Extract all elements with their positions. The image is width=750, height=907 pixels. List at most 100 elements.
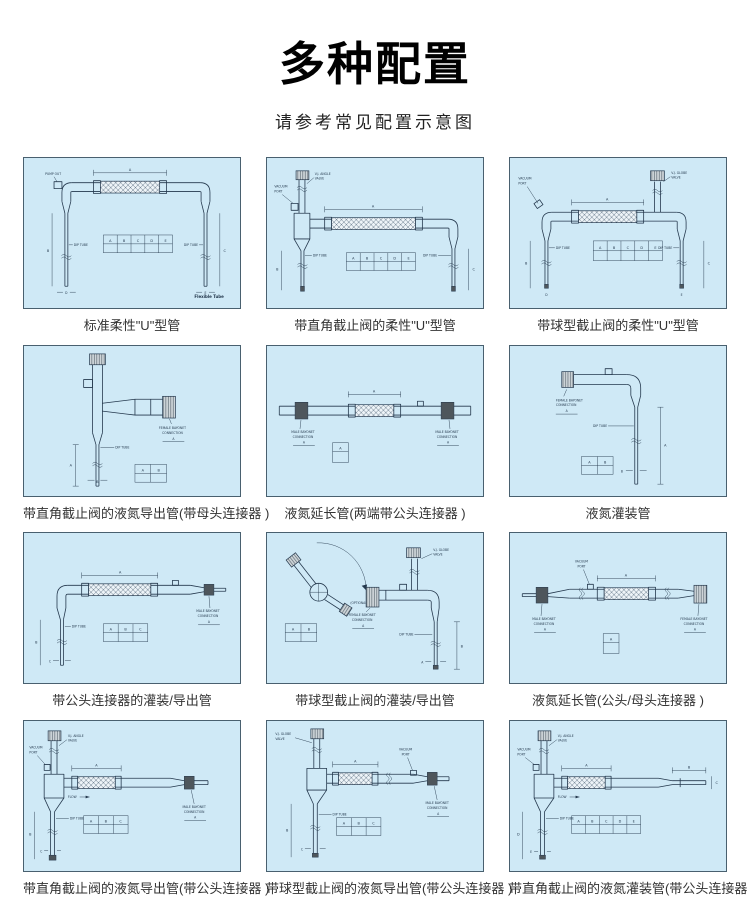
svg-text:D: D bbox=[545, 293, 548, 297]
svg-text:B: B bbox=[123, 239, 126, 243]
svg-text:B: B bbox=[525, 262, 528, 266]
svg-text:A: A bbox=[352, 257, 355, 261]
diagram-extension-male-male: A MALE BAYONET CONNECTION A MALE BAYONET… bbox=[266, 344, 484, 497]
vacuum-port bbox=[399, 584, 407, 591]
dimension-table: A bbox=[332, 442, 349, 463]
label-female-bayonet: FEMALE BAYONET bbox=[556, 398, 583, 402]
dim-c: C bbox=[224, 249, 227, 253]
svg-text:B: B bbox=[688, 765, 691, 769]
svg-text:C: C bbox=[380, 257, 383, 261]
svg-text:C: C bbox=[472, 268, 475, 272]
diagram-u-tube-angle-valve: V.J. ANGLE VALVE VACUUM PORT A DIP TUBE … bbox=[266, 157, 484, 309]
female-bayonet bbox=[693, 585, 708, 604]
svg-text:C: C bbox=[605, 819, 608, 823]
svg-text:C: C bbox=[40, 849, 42, 853]
braided-flex-section bbox=[596, 587, 656, 601]
label-dip-tube: DIP TUBE bbox=[74, 243, 88, 247]
svg-text:A: A bbox=[343, 821, 346, 825]
angle-fill-drawing: V.J. ANGLE VALVE VACUUM PORT A FLOW B C … bbox=[517, 730, 718, 860]
svg-text:A: A bbox=[362, 624, 365, 628]
braided-flex-section bbox=[571, 209, 645, 224]
svg-text:B: B bbox=[35, 641, 38, 645]
diagram-globe-fill-withdrawal: (OPTIONAL) A B V.J. GLOBE VALVE FEMALE B… bbox=[266, 532, 484, 685]
config-panel: V.J. ANGLE VALVE VACUUM PORT A DIP TUBE … bbox=[266, 157, 484, 334]
label-globe-valve: V.J. GLOBE bbox=[671, 171, 687, 175]
label-angle-valve: V.J. ANGLE bbox=[558, 734, 574, 738]
svg-text:C: C bbox=[49, 659, 51, 663]
valve-handle bbox=[650, 170, 665, 182]
svg-text:A: A bbox=[566, 409, 569, 413]
svg-text:D: D bbox=[619, 819, 622, 823]
svg-text:A: A bbox=[208, 620, 211, 624]
label-male-bayonet: MALE BAYONET bbox=[182, 805, 206, 809]
label-dip-tube: DIP TUBE bbox=[423, 254, 437, 258]
label-dip-tube: DIP TUBE bbox=[184, 243, 198, 247]
svg-text:B: B bbox=[604, 460, 607, 464]
valve-handle bbox=[537, 730, 552, 741]
panel-caption: 带直角截止阀的液氮导出管(带公头连接器 ) bbox=[23, 880, 270, 896]
config-panel: V.J. GLOBE VALVE A VACUUM PORT MALE BAYO… bbox=[266, 719, 513, 897]
extension-mf-drawing: VACUUM PORT A MALE BAYONET CONNECTION A … bbox=[521, 560, 708, 654]
braided-flex-section bbox=[93, 180, 167, 194]
label-dip-tube: DIP TUBE bbox=[72, 625, 86, 629]
config-panel: PUMP OUT A DIP TUBE DIP TUBE B C D E A B… bbox=[23, 157, 241, 334]
svg-text:E: E bbox=[633, 819, 635, 823]
panel-caption: 带球型截止阀的液氮导出管(带公头连接器 ) bbox=[266, 880, 513, 896]
label-vacuum-port: VACUUM bbox=[274, 185, 288, 189]
vacuum-port bbox=[417, 400, 424, 407]
vacuum-port bbox=[532, 763, 540, 771]
label-vacuum-port: VACUUM bbox=[518, 177, 532, 181]
svg-text:A: A bbox=[447, 440, 450, 444]
vacuum-port bbox=[533, 199, 544, 209]
svg-text:PORT: PORT bbox=[517, 752, 525, 756]
dip-tube bbox=[533, 797, 555, 855]
svg-text:B: B bbox=[29, 832, 32, 836]
dimension-table: A bbox=[602, 633, 620, 654]
panel-caption: 带直角截止阀的液氮灌装管(带公头连接器 ) bbox=[509, 880, 750, 896]
valve-handle bbox=[406, 547, 421, 559]
label-female-bayonet: FEMALE BAYONET bbox=[349, 613, 376, 617]
dim-d: D bbox=[65, 291, 68, 295]
u-tube-globe-valve-drawing: VACUUM PORT A V.J. GLOBE VALVE DIP TUBE … bbox=[518, 170, 711, 297]
svg-text:A: A bbox=[585, 763, 588, 767]
svg-text:CONNECTION: CONNECTION bbox=[534, 622, 555, 626]
fill-line-drawing: FEMALE BAYONET CONNECTION A DIP TUBE A B… bbox=[555, 367, 667, 485]
label-globe-valve: V.J. GLOBE bbox=[433, 548, 449, 552]
svg-text:A: A bbox=[95, 763, 98, 767]
svg-text:A: A bbox=[694, 628, 697, 632]
vacuum-port bbox=[172, 580, 179, 586]
svg-text:VALVE: VALVE bbox=[671, 176, 680, 180]
valve-handle bbox=[47, 730, 62, 741]
braided-flex-section bbox=[332, 771, 379, 786]
svg-text:B: B bbox=[461, 645, 464, 649]
svg-text:A: A bbox=[610, 638, 613, 642]
config-panel: VACUUM PORT A MALE BAYONET CONNECTION A … bbox=[509, 532, 727, 709]
label-female-bayonet: FEMALE BAYONET bbox=[159, 425, 186, 429]
vacuum-port bbox=[587, 584, 594, 590]
svg-text:A: A bbox=[90, 819, 93, 823]
config-panel: A MALE BAYONET CONNECTION A MALE BAYONET… bbox=[266, 344, 484, 522]
svg-text:VALVE: VALVE bbox=[275, 737, 284, 741]
svg-text:B: B bbox=[621, 469, 623, 473]
dip-tube-left bbox=[61, 201, 72, 287]
dimension-table: A B C D E bbox=[593, 240, 663, 261]
optional-rotated-valve: (OPTIONAL) bbox=[285, 542, 368, 617]
svg-text:CONNECTION: CONNECTION bbox=[684, 622, 705, 626]
svg-text:A: A bbox=[339, 446, 342, 450]
svg-text:C: C bbox=[708, 262, 711, 266]
svg-text:C: C bbox=[715, 781, 718, 785]
svg-text:B: B bbox=[157, 468, 160, 472]
svg-text:E: E bbox=[164, 239, 166, 243]
dip-tube bbox=[630, 394, 642, 485]
dim-b: B bbox=[47, 249, 50, 253]
dip-tube-left bbox=[293, 238, 311, 291]
dip-tube-right bbox=[200, 201, 211, 287]
braided-flex-section bbox=[347, 403, 402, 418]
page-subtitle: 请参考常见配置示意图 bbox=[275, 113, 475, 132]
label-globe-valve: V.J. GLOBE bbox=[275, 732, 291, 736]
configuration-grid: PUMP OUT A DIP TUBE DIP TUBE B C D E A B… bbox=[23, 157, 750, 907]
dip-tube bbox=[43, 797, 65, 855]
config-panel: FEMALE BAYONET CONNECTION A DIP TUBE A B… bbox=[23, 344, 269, 522]
rotation-arc bbox=[316, 542, 367, 591]
svg-text:A: A bbox=[110, 628, 113, 632]
